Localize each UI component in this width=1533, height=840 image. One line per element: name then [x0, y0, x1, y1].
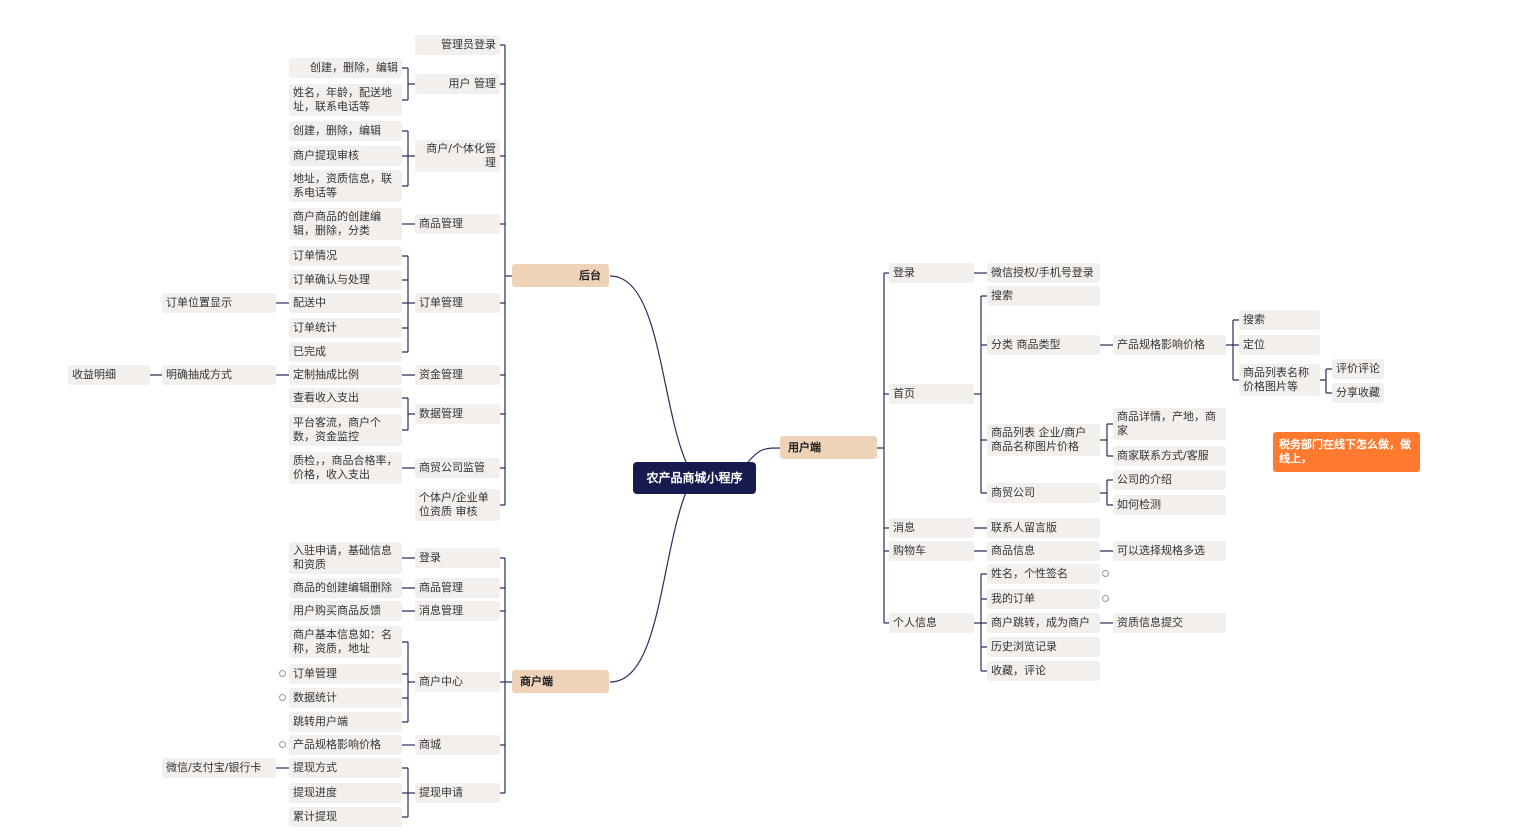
houtai-merchant-info[interactable]: 地址，资质信息，联系电话等: [289, 170, 402, 202]
yonghu-profile-fav[interactable]: 收藏，评论: [987, 661, 1100, 681]
houtai-user-mgmt[interactable]: 用户 管理: [415, 74, 500, 94]
houtai-order-done[interactable]: 已完成: [289, 342, 402, 362]
houtai-trade-mgmt[interactable]: 商贸公司监管: [415, 458, 500, 478]
houtai-merchant-mgmt[interactable]: 商户/个体化管理: [415, 140, 500, 172]
houtai-user-create[interactable]: 创建，删除，编辑: [289, 58, 402, 78]
houtai-order-delivering[interactable]: 配送中: [289, 293, 402, 313]
shanghu-center-jump[interactable]: 跳转用户端: [289, 712, 402, 732]
collapse-toggle-icon[interactable]: [1102, 570, 1109, 577]
yonghu-login-detail[interactable]: 微信授权/手机号登录: [987, 263, 1100, 283]
houtai-admin-login[interactable]: 管理员登录: [415, 35, 500, 55]
yonghu-cart-goods[interactable]: 商品信息: [987, 541, 1100, 561]
houtai-fund-method[interactable]: 明确抽成方式: [162, 365, 276, 385]
yonghu-msg-detail[interactable]: 联系人留言版: [987, 518, 1100, 538]
houtai-fund-ratio[interactable]: 定制抽成比例: [289, 365, 402, 385]
yonghu-profile[interactable]: 个人信息: [889, 613, 974, 633]
yonghu-spec-search[interactable]: 搜索: [1239, 310, 1320, 330]
shanghu-withdraw-channels[interactable]: 微信/支付宝/银行卡: [162, 758, 276, 778]
shanghu-center-order[interactable]: 订单管理: [289, 664, 402, 684]
yonghu-home-spec[interactable]: 产品规格影响价格: [1113, 335, 1226, 355]
shanghu-withdraw-progress[interactable]: 提现进度: [289, 783, 402, 803]
shanghu-withdraw-method[interactable]: 提现方式: [289, 758, 402, 778]
shanghu-login[interactable]: 登录: [415, 548, 500, 568]
yonghu-home-search[interactable]: 搜索: [987, 286, 1100, 306]
houtai-merchant-withdraw[interactable]: 商户提现审核: [289, 146, 402, 166]
houtai-order-confirm[interactable]: 订单确认与处理: [289, 270, 402, 290]
shanghu-mall-spec[interactable]: 产品规格影响价格: [289, 735, 402, 755]
houtai-qualification[interactable]: 个体户/企业单位资质 审核: [415, 489, 500, 521]
houtai-order-mgmt[interactable]: 订单管理: [415, 293, 500, 313]
shanghu-center[interactable]: 商户中心: [415, 672, 500, 692]
yonghu-list-detail[interactable]: 商品详情，产地，商家: [1113, 408, 1226, 440]
shanghu-msg-detail[interactable]: 用户购买商品反馈: [289, 601, 402, 621]
yonghu-spec-share[interactable]: 分享收藏: [1332, 383, 1384, 403]
yonghu-profile-history[interactable]: 历史浏览记录: [987, 637, 1100, 657]
houtai-user-info[interactable]: 姓名，年龄，配送地址，联系电话等: [289, 84, 402, 116]
root-node[interactable]: 农产品商城小程序: [633, 462, 756, 494]
collapse-toggle-icon[interactable]: [279, 670, 286, 677]
houtai-data-income[interactable]: 查看收入支出: [289, 388, 402, 408]
yonghu-home-category[interactable]: 分类 商品类型: [987, 335, 1100, 355]
yonghu-profile-name[interactable]: 姓名，个性签名: [987, 564, 1100, 584]
yonghu-home[interactable]: 首页: [889, 384, 974, 404]
houtai-order-status[interactable]: 订单情况: [289, 246, 402, 266]
shanghu-mall[interactable]: 商城: [415, 735, 500, 755]
yonghu-spec-locate[interactable]: 定位: [1239, 335, 1320, 355]
collapse-toggle-icon[interactable]: [279, 694, 286, 701]
shanghu-login-detail[interactable]: 入驻申请，基础信息和资质: [289, 542, 402, 574]
shanghu-center-stats[interactable]: 数据统计: [289, 688, 402, 708]
yonghu-list-contact[interactable]: 商家联系方式/客服: [1113, 446, 1226, 466]
yonghu-trade-check[interactable]: 如何检测: [1113, 495, 1226, 515]
yonghu-msg[interactable]: 消息: [889, 518, 974, 538]
houtai-data-flow[interactable]: 平台客流，商户个数，资金监控: [289, 414, 402, 446]
collapse-toggle-icon[interactable]: [1102, 595, 1109, 602]
shanghu-withdraw[interactable]: 提现申请: [415, 783, 500, 803]
yonghu-home-list[interactable]: 商品列表 企业/商户商品名称图片价格: [987, 424, 1100, 456]
houtai-fund-mgmt[interactable]: 资金管理: [415, 365, 500, 385]
yonghu-trade-intro[interactable]: 公司的介绍: [1113, 470, 1226, 490]
houtai-order-stats[interactable]: 订单统计: [289, 318, 402, 338]
yonghu-cart-spec[interactable]: 可以选择规格多选: [1113, 541, 1226, 561]
shanghu-goods-detail[interactable]: 商品的创建编辑删除: [289, 578, 402, 598]
shanghu-withdraw-total[interactable]: 累计提现: [289, 807, 402, 827]
houtai-order-location[interactable]: 订单位置显示: [162, 293, 276, 313]
shanghu-msg[interactable]: 消息管理: [415, 601, 500, 621]
houtai-data-mgmt[interactable]: 数据管理: [415, 404, 500, 424]
yonghu-login[interactable]: 登录: [889, 263, 974, 283]
branch-yonghu[interactable]: 用户端: [780, 436, 877, 459]
yonghu-cart[interactable]: 购物车: [889, 541, 974, 561]
houtai-trade-quality[interactable]: 质检，，商品合格率，价格，收入支出: [289, 452, 402, 484]
shanghu-goods[interactable]: 商品管理: [415, 578, 500, 598]
yonghu-spec-review[interactable]: 评价评论: [1332, 359, 1384, 379]
houtai-goods-mgmt[interactable]: 商品管理: [415, 214, 500, 234]
yonghu-profile-merchant[interactable]: 商户跳转，成为商户: [987, 613, 1100, 633]
collapse-toggle-icon[interactable]: [279, 741, 286, 748]
houtai-goods-detail[interactable]: 商户商品的创建编辑，删除，分类: [289, 208, 402, 240]
floating-note[interactable]: 税务部门在线下怎么做，做线上，: [1273, 432, 1420, 472]
yonghu-home-trade[interactable]: 商贸公司: [987, 483, 1100, 503]
yonghu-spec-list[interactable]: 商品列表名称价格图片等: [1239, 364, 1320, 396]
yonghu-profile-orders[interactable]: 我的订单: [987, 589, 1100, 609]
houtai-fund-detail[interactable]: 收益明细: [68, 365, 150, 385]
shanghu-center-info[interactable]: 商户基本信息如：名称，资质，地址: [289, 626, 402, 658]
branch-houtai[interactable]: 后台: [512, 264, 609, 287]
branch-shanghu[interactable]: 商户端: [512, 670, 609, 693]
yonghu-profile-submit[interactable]: 资质信息提交: [1113, 613, 1226, 633]
houtai-merchant-create[interactable]: 创建，删除，编辑: [289, 121, 402, 141]
